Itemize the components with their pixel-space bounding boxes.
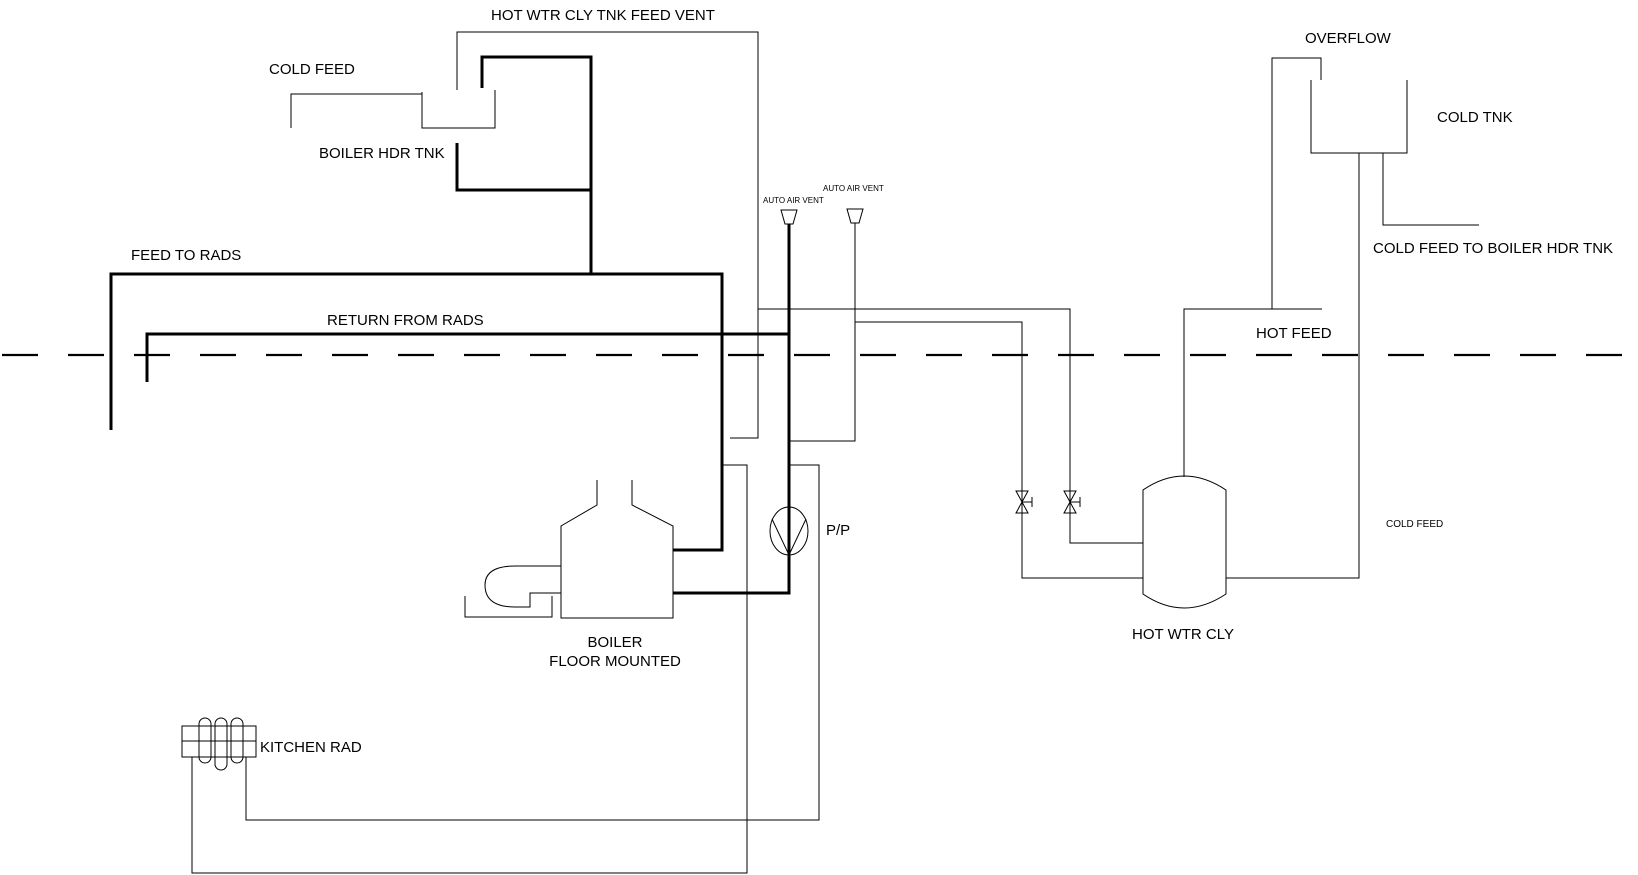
cold-tank [1310,80,1408,154]
auto-air-vent-2 [789,208,864,442]
kitchen-rad-label: KITCHEN RAD [260,739,362,756]
return-from-rads-pipe [145,332,789,382]
pump-label: P/P [826,522,850,539]
cold-feed-to-boiler-hdr-pipe [1382,153,1479,226]
return-from-rads-label: RETURN FROM RADS [327,312,484,329]
auto-air-vent-1-label: AUTO AIR VENT [763,196,824,205]
cylinder-primary-pipes [758,308,1143,579]
gate-valve-1 [1015,490,1033,514]
cold-feed-pipe [1226,153,1360,579]
cold-feed-left-label: COLD FEED [269,61,355,78]
circulating-pump [769,506,809,557]
gate-valve-2 [1063,490,1081,514]
boiler-hdr-tnk-label: BOILER HDR TNK [319,145,445,162]
header-tank-feed-pipe [455,55,593,274]
cold-tnk-label: COLD TNK [1437,109,1513,126]
boiler-floor-mounted-label: FLOOR MOUNTED [549,653,681,670]
cold-feed-right-label: COLD FEED [1386,519,1443,530]
hot-wtr-cly-tnk-feed-vent-label: HOT WTR CLY TNK FEED VENT [491,7,715,24]
boiler-header-tank [290,31,759,439]
feed-to-rads-label: FEED TO RADS [131,247,241,264]
auto-air-vent-2-label: AUTO AIR VENT [823,184,884,193]
hot-feed-pipe [1183,57,1322,477]
hot-water-cylinder [1142,475,1227,609]
overflow-label: OVERFLOW [1305,30,1392,47]
cold-feed-to-boiler-hdr-tnk-label: COLD FEED TO BOILER HDR TNK [1373,240,1613,257]
feed-to-rads-pipe [109,272,724,552]
hot-feed-label: HOT FEED [1256,325,1332,342]
boiler-label: BOILER [587,634,642,651]
auto-air-vent-1 [673,209,798,595]
kitchen-radiator [181,717,257,771]
hot-wtr-cly-label: HOT WTR CLY [1132,626,1234,643]
boiler-unit [464,480,674,619]
kitchen-rad-pipes [191,464,820,874]
